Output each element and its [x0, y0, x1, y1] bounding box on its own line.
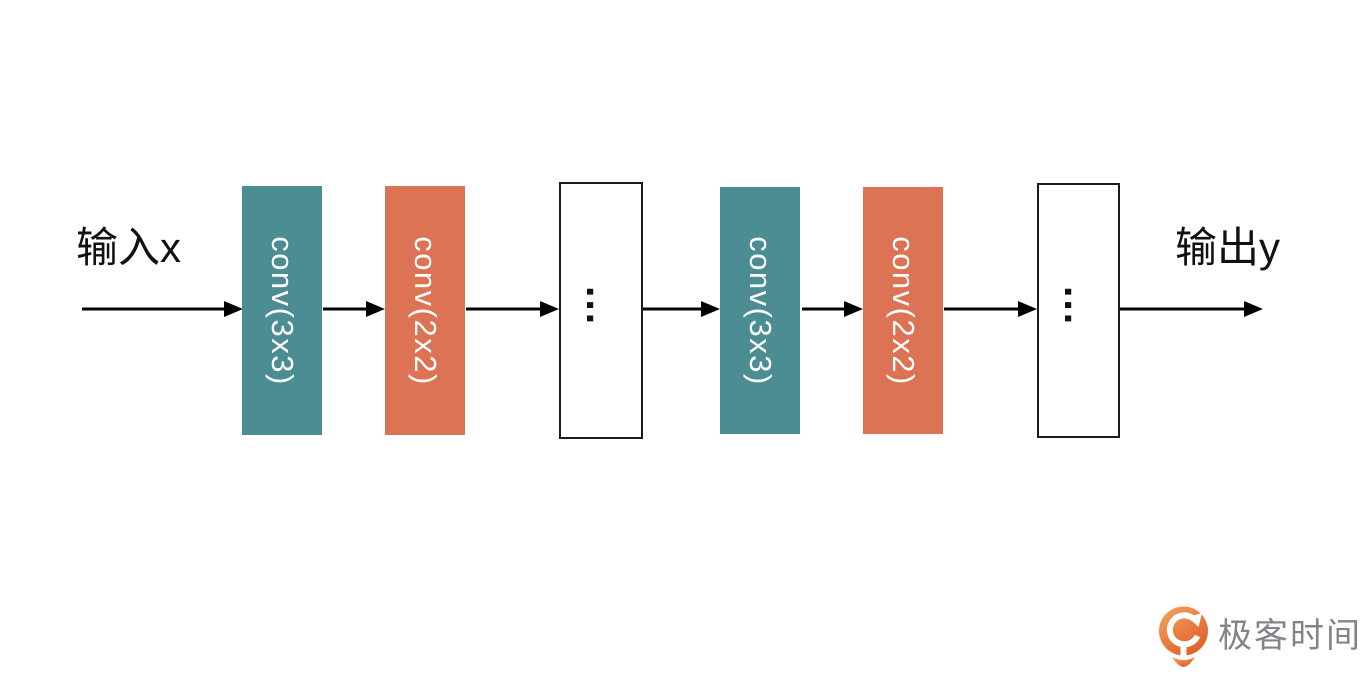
arrow-shaft: [466, 307, 546, 311]
flow-arrow-7: [1120, 301, 1263, 317]
flow-arrow-3: [466, 301, 559, 317]
conv3x3-label-1: conv(3x3): [265, 235, 300, 386]
output-label: 输出y: [1175, 224, 1281, 271]
geektime-logo: 极客时间: [1155, 605, 1362, 667]
arrow-shaft: [82, 307, 230, 311]
ellipsis-block-2: …: [1037, 183, 1120, 438]
conv2x2-label-2: conv(2x2): [886, 235, 921, 386]
conv2x2-block-1: conv(2x2): [385, 186, 465, 435]
ellipsis-label-2: …: [1055, 283, 1103, 330]
flow-arrow-6: [944, 301, 1037, 317]
conv3x3-label-2: conv(3x3): [743, 235, 778, 386]
input-label: 输入x: [76, 224, 182, 271]
arrow-head-icon: [844, 301, 863, 317]
conv2x2-block-2: conv(2x2): [863, 187, 943, 434]
arrow-head-icon: [540, 301, 559, 317]
flow-arrow-4: [643, 301, 720, 317]
arrow-head-icon: [366, 301, 385, 317]
arrow-head-icon: [224, 301, 243, 317]
conv3x3-block-1: conv(3x3): [242, 186, 322, 435]
arrow-shaft: [1120, 307, 1250, 311]
geektime-logo-text: 极客时间: [1218, 617, 1362, 655]
arrow-shaft: [323, 307, 372, 311]
conv2x2-label-1: conv(2x2): [408, 235, 443, 386]
arrow-head-icon: [1018, 301, 1037, 317]
flow-arrow-1: [82, 301, 243, 317]
arrow-head-icon: [1244, 301, 1263, 317]
arrow-head-icon: [701, 301, 720, 317]
ellipsis-label-1: …: [578, 283, 625, 330]
ellipsis-block-1: …: [559, 182, 643, 439]
geektime-pin-icon: [1159, 606, 1208, 667]
arrow-shaft: [802, 307, 850, 311]
arrow-shaft: [643, 307, 707, 311]
arrow-shaft: [944, 307, 1024, 311]
flow-arrow-2: [323, 301, 385, 317]
conv3x3-block-2: conv(3x3): [720, 187, 800, 434]
flow-arrow-5: [802, 301, 863, 317]
